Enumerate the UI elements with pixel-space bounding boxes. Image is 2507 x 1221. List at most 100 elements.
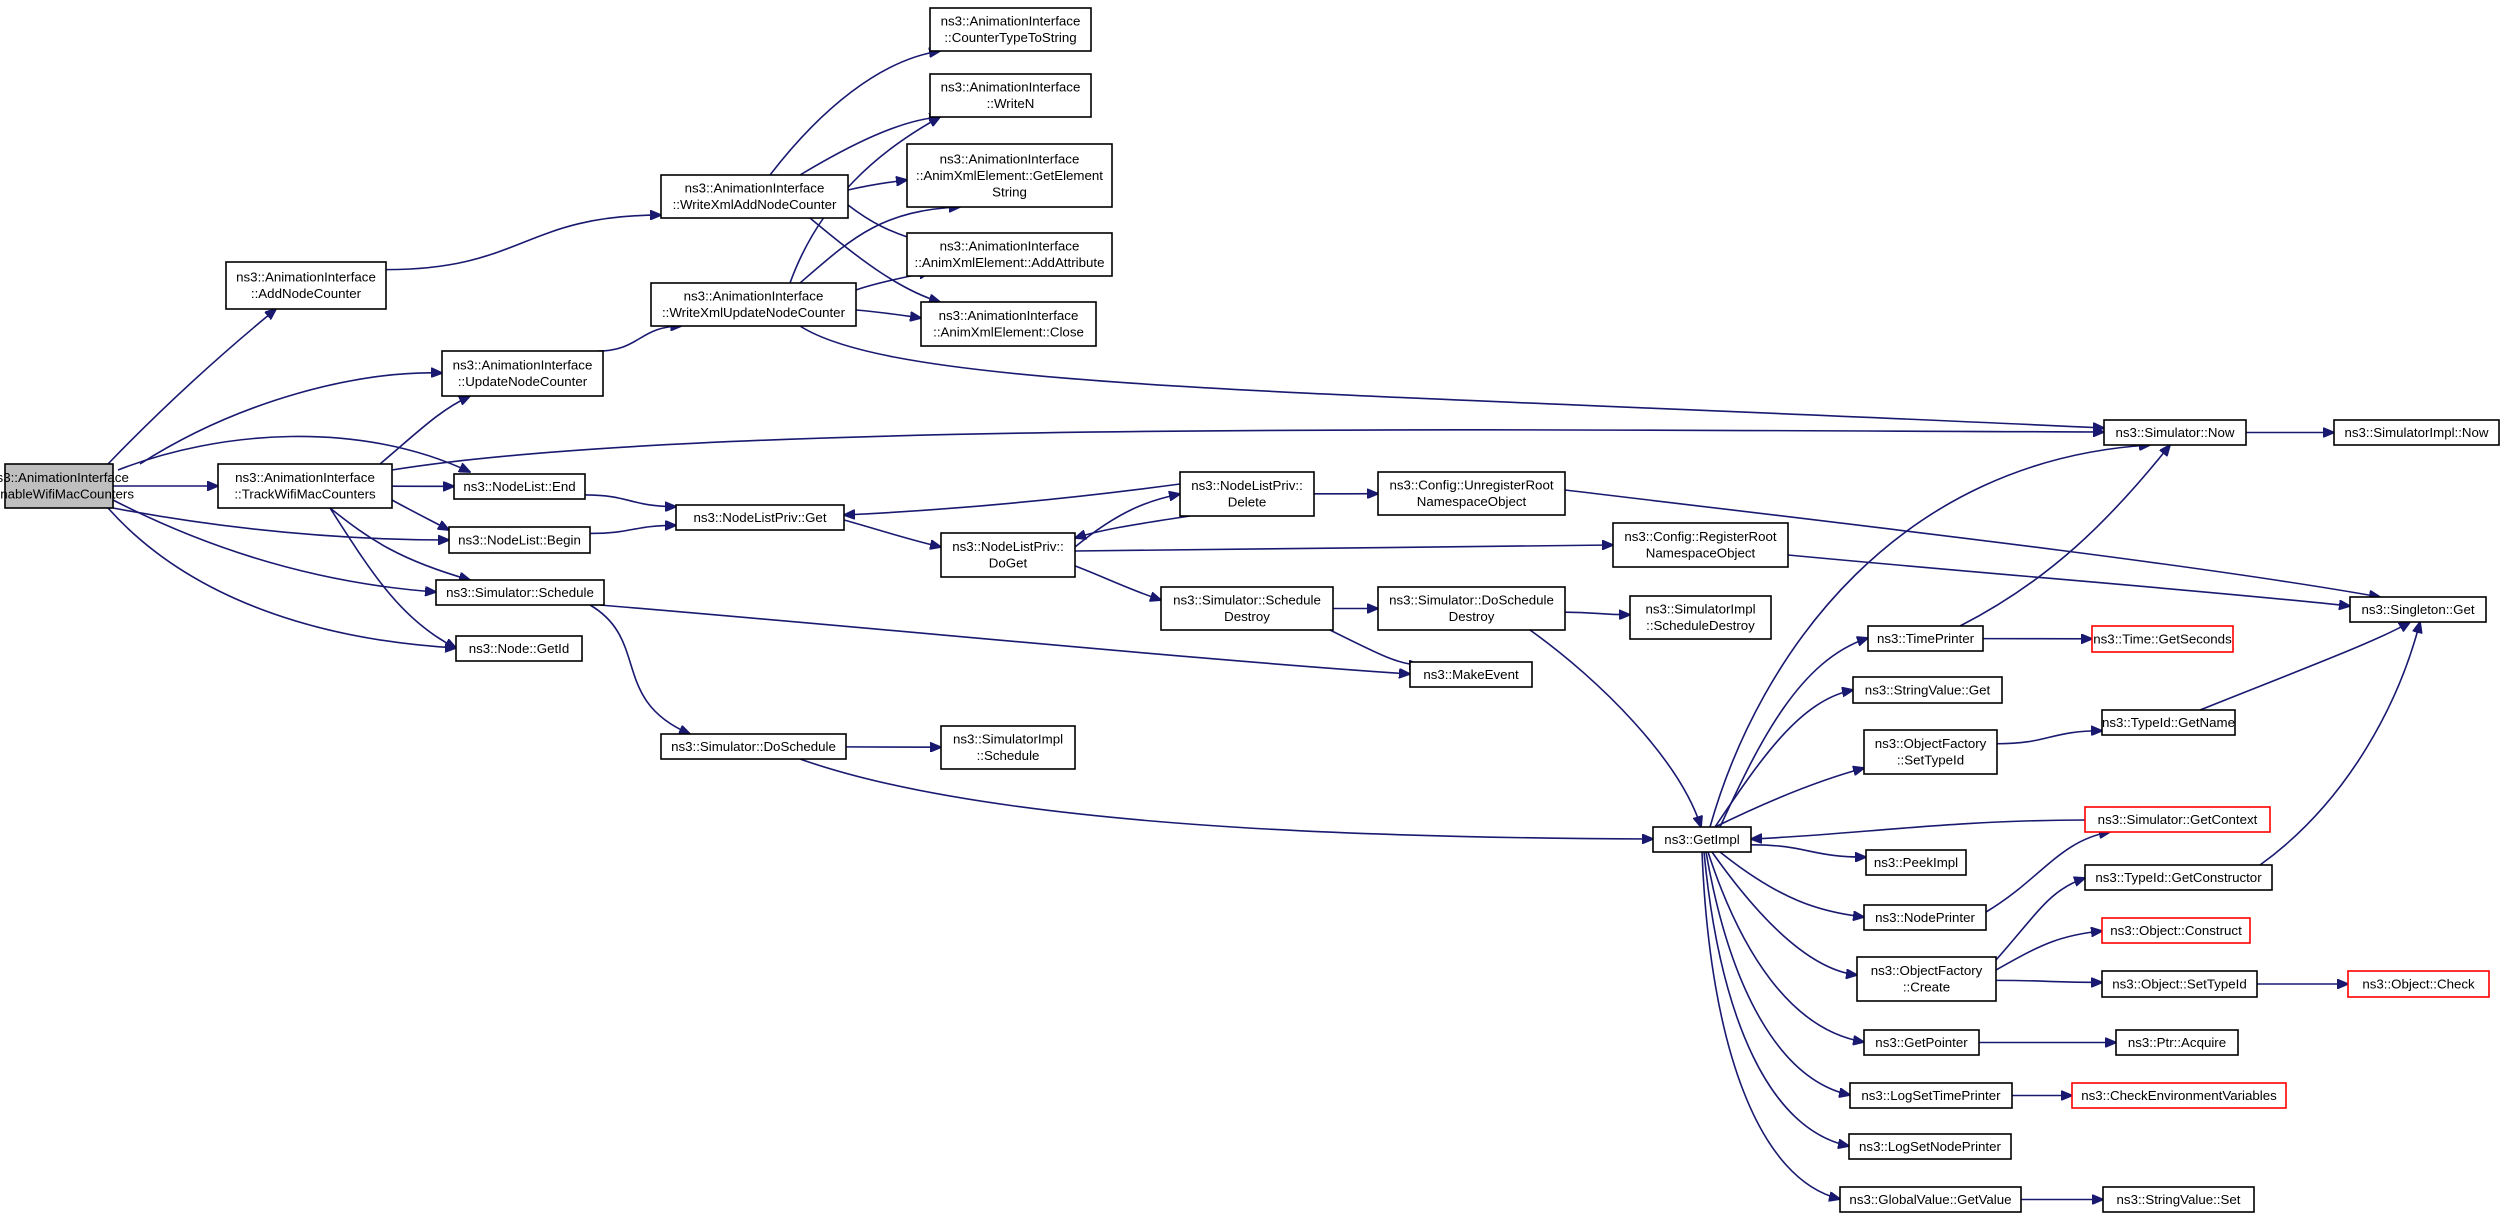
graph-node[interactable]: ns3::ObjectFactory::Create (1856, 956, 1997, 1002)
node-box (1849, 1082, 2013, 1109)
graph-node[interactable]: ns3::SimulatorImpl::Schedule (940, 725, 1076, 770)
node-label: ns3::AnimationInterface (453, 358, 593, 373)
graph-node[interactable]: ns3::Simulator::ScheduleDestroy (1160, 586, 1334, 631)
node-box (225, 261, 387, 310)
edge-n17-to-n24 (1074, 545, 1613, 552)
edge-n9-to-n16 (855, 309, 921, 318)
node-label: ns3::LogSetTimePrinter (1861, 1088, 2001, 1103)
edge-n0-to-n7 (107, 507, 456, 648)
node-box (940, 725, 1076, 770)
graph-node[interactable]: ns3::Simulator::DoSchedule (660, 733, 847, 760)
graph-node[interactable]: ns3::CheckEnvironmentVariables (2071, 1082, 2287, 1109)
node-box (2084, 864, 2273, 891)
node-label: ::UpdateNodeCounter (458, 374, 588, 389)
edge-n20-to-n23 (1329, 629, 1420, 665)
edge-n6-to-n11 (589, 604, 690, 734)
node-label: ::AddNodeCounter (251, 286, 362, 301)
graph-node[interactable]: ns3::Object::Construct (2101, 917, 2251, 944)
graph-node[interactable]: ns3::SimulatorImpl::Now (2333, 419, 2500, 446)
edge-n26-to-n35 (1705, 851, 1850, 1095)
node-label: ::WriteXmlAddNodeCounter (673, 197, 837, 212)
node-label: ns3::NodeListPriv::Get (693, 510, 826, 525)
graph-node[interactable]: ns3::AnimationInterface::EnableWifiMacCo… (0, 463, 134, 509)
node-box (1377, 586, 1566, 631)
graph-node[interactable]: ns3::Simulator::Now (2103, 419, 2247, 446)
edge-n26-to-n29 (1714, 690, 1853, 828)
graph-node[interactable]: ns3::Singleton::Get (2349, 596, 2487, 623)
graph-node[interactable]: ns3::ObjectFactory::SetTypeId (1863, 729, 1998, 775)
graph-node[interactable]: ns3::NodeList::Begin (448, 526, 591, 554)
graph-node[interactable]: ns3::AnimationInterface::AddNodeCounter (225, 261, 387, 310)
node-label: ns3::TypeId::GetConstructor (2095, 870, 2262, 885)
node-box (1856, 956, 1997, 1002)
node-box (1865, 849, 1967, 876)
node-box (660, 733, 847, 760)
graph-node[interactable]: ns3::AnimationInterface::WriteXmlUpdateN… (650, 282, 857, 327)
node-box (1652, 826, 1752, 853)
node-box (660, 174, 849, 219)
graph-node[interactable]: ns3::TypeId::GetConstructor (2084, 864, 2273, 891)
graph-node[interactable]: ns3::NodeList::End (453, 473, 586, 500)
graph-node[interactable]: ns3::NodeListPriv::Delete (1179, 471, 1315, 517)
graph-node[interactable]: ns3::Simulator::GetContext (2084, 806, 2271, 833)
graph-node[interactable]: ns3::NodeListPriv::Get (675, 504, 845, 531)
node-label: ::AnimXmlElement::GetElement (916, 168, 1103, 183)
graph-node[interactable]: ns3::Object::Check (2347, 970, 2490, 998)
node-label: ns3::Object::Check (2362, 976, 2475, 991)
node-box (1863, 1029, 1980, 1056)
edge-n2-to-n5 (391, 499, 449, 530)
node-box (1852, 676, 2003, 704)
graph-node[interactable]: ns3::Config::UnregisterRootNamespaceObje… (1377, 471, 1566, 516)
node-label: ::WriteN (987, 96, 1035, 111)
graph-node[interactable]: ns3::AnimationInterface::WriteN (929, 73, 1092, 118)
graph-node[interactable]: ns3::StringValue::Set (2102, 1186, 2255, 1213)
graph-node[interactable]: ns3::Object::SetTypeId (2101, 970, 2258, 998)
graph-node[interactable]: ns3::Ptr::Acquire (2115, 1029, 2239, 1056)
edge-n40-to-n26 (1751, 819, 2086, 839)
node-label: ::TrackWifiMacCounters (234, 487, 376, 502)
node-label: Delete (1228, 495, 1266, 510)
graph-node[interactable]: ns3::SimulatorImpl::ScheduleDestroy (1629, 595, 1772, 640)
graph-node[interactable]: ns3::Simulator::Schedule (435, 579, 605, 606)
node-box (435, 579, 605, 606)
graph-node[interactable]: ns3::LogSetNodePrinter (1848, 1133, 2012, 1160)
graph-node[interactable]: ns3::AnimationInterface::WriteXmlAddNode… (660, 174, 849, 219)
edge-n2-to-n3 (379, 396, 470, 465)
truncated-node-box (2071, 1082, 2287, 1109)
graph-node[interactable]: ns3::AnimationInterface::UpdateNodeCount… (441, 350, 604, 397)
graph-node[interactable]: ns3::PeekImpl (1865, 849, 1967, 876)
graph-node[interactable]: ns3::GetPointer (1863, 1029, 1980, 1056)
graph-node[interactable]: ns3::TimePrinter (1867, 625, 1984, 652)
node-label: ns3::Singleton::Get (2361, 602, 2474, 617)
edge-n33-to-n42 (1995, 931, 2102, 971)
graph-node[interactable]: ns3::NodePrinter (1863, 904, 1987, 931)
node-box (929, 7, 1092, 52)
graph-node[interactable]: ns3::TypeId::GetName (2101, 709, 2236, 736)
graph-node[interactable]: ns3::GetImpl (1652, 826, 1752, 853)
graph-node[interactable]: ns3::AnimationInterface::CounterTypeToSt… (929, 7, 1092, 52)
edge-n0-to-n3 (139, 373, 442, 465)
node-label: ns3::SimulatorImpl (953, 732, 1063, 747)
graph-node[interactable]: ns3::Time::GetSeconds (2091, 625, 2234, 653)
node-label: ns3::LogSetNodePrinter (1859, 1139, 2001, 1154)
edge-n2-to-n27 (391, 430, 2104, 471)
node-label: ::WriteXmlUpdateNodeCounter (662, 305, 846, 320)
graph-node[interactable]: ns3::AnimationInterface::AnimXmlElement:… (906, 143, 1113, 208)
graph-node[interactable]: ns3::AnimationInterface::AnimXmlElement:… (920, 301, 1097, 347)
node-box (448, 526, 591, 554)
node-box (2103, 419, 2247, 446)
graph-node[interactable]: ns3::GlobalValue::GetValue (1839, 1186, 2022, 1213)
graph-node[interactable]: ns3::AnimationInterface::TrackWifiMacCou… (217, 463, 393, 509)
graph-node[interactable]: ns3::AnimationInterface::AnimXmlElement:… (906, 232, 1113, 277)
graph-node[interactable]: ns3::StringValue::Get (1852, 676, 2003, 704)
edge-n10-to-n17 (843, 519, 941, 547)
graph-node[interactable]: ns3::Node::GetId (455, 635, 583, 662)
graph-node[interactable]: ns3::LogSetTimePrinter (1849, 1082, 2013, 1109)
node-label: ::Schedule (977, 748, 1040, 763)
graph-node[interactable]: ns3::NodeListPriv::DoGet (940, 532, 1076, 578)
node-label: ns3::ObjectFactory (1875, 736, 1987, 751)
graph-node[interactable]: ns3::MakeEvent (1409, 661, 1533, 688)
node-label: ns3::Simulator::GetContext (2098, 812, 2258, 827)
